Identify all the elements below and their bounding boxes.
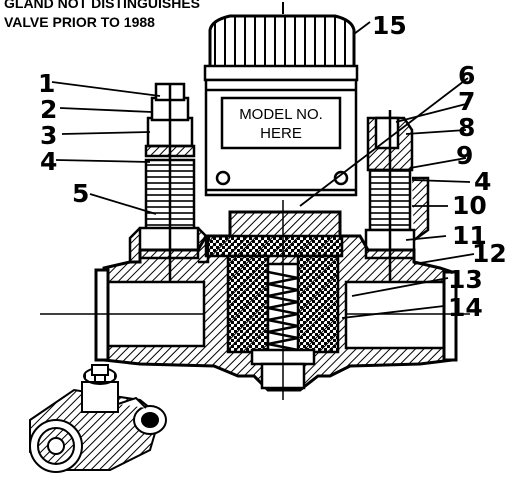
callout-13: 13 [448, 265, 483, 294]
callout-8: 8 [458, 113, 475, 142]
callout-10: 10 [452, 191, 487, 220]
model-plate [220, 96, 342, 150]
screen-left [226, 254, 270, 354]
screen-top [204, 234, 344, 258]
adjusting-knob [208, 14, 356, 72]
callout-15: 15 [372, 11, 407, 40]
callout-6: 6 [458, 61, 475, 90]
note-line-2: VALVE PRIOR TO 1988 [4, 14, 155, 30]
callout-3: 3 [40, 121, 57, 150]
isometric-valve-view [29, 364, 167, 473]
callout-2: 2 [40, 95, 57, 124]
model-plate-line-1: MODEL NO. [239, 106, 323, 123]
callout-labels: 1 2 3 4 5 6 7 8 9 4 10 11 12 13 14 15 [38, 11, 506, 322]
model-plate-line-2: HERE [260, 125, 302, 142]
callout-4-left: 4 [40, 147, 57, 176]
leader-lines [51, 21, 475, 319]
note-line-1: GLAND NOT DISTINGUISHES [4, 0, 200, 11]
callout-7: 7 [458, 87, 475, 116]
callout-9: 9 [456, 141, 473, 170]
callout-1: 1 [38, 69, 55, 98]
callout-4-right: 4 [474, 167, 491, 196]
callout-14: 14 [448, 293, 483, 322]
callout-5: 5 [72, 179, 89, 208]
callout-11: 11 [452, 221, 487, 250]
callout-12: 12 [472, 239, 506, 268]
screen-right [296, 254, 340, 354]
valve-body [40, 2, 470, 400]
